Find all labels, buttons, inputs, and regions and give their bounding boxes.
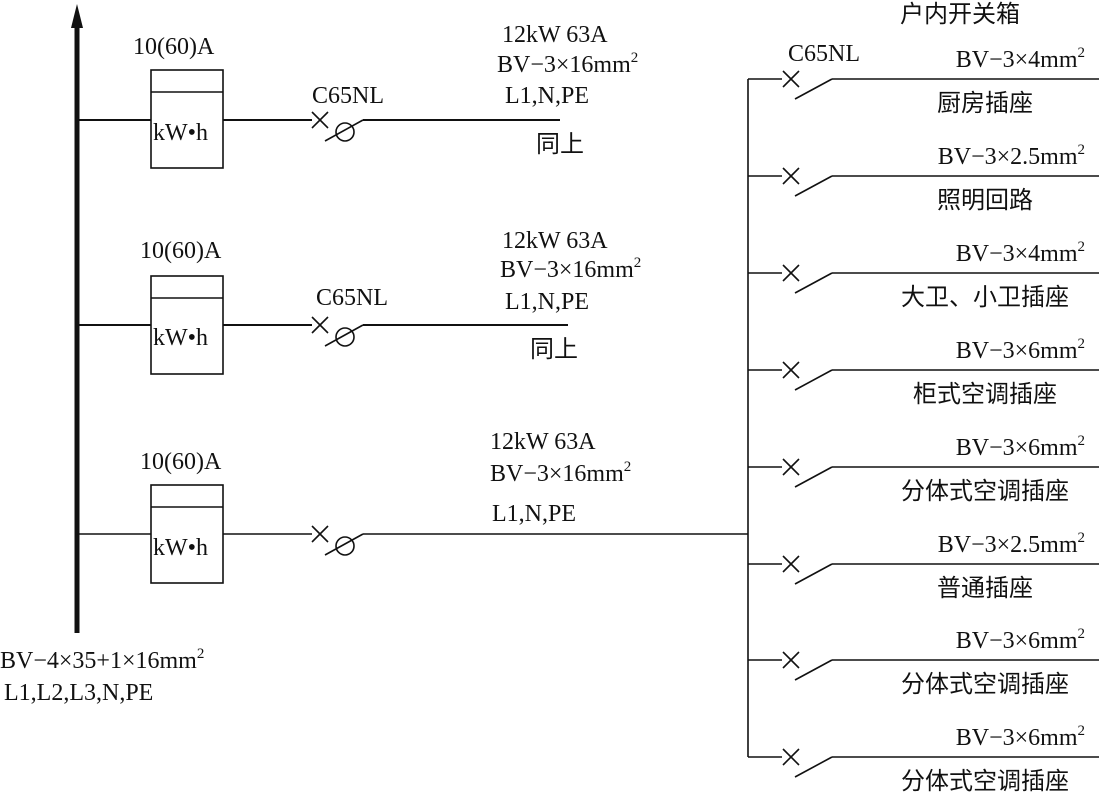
circuit-name: 分体式空调插座: [901, 477, 1069, 505]
branch-phases: L1,N,PE: [505, 289, 589, 315]
branch-cable: BV−3×16mm2: [490, 459, 631, 487]
branch-cable: BV−3×16mm2: [497, 50, 638, 78]
circuit-7: BV−3×6mm2 分体式空调插座: [748, 626, 1099, 698]
breaker-icon: [311, 316, 364, 347]
meter-branch-1: 10(60)A kW•h C65NL 12kW 63A BV−3×16mm2 L…: [77, 22, 638, 169]
circuit-name: 大卫、小卫插座: [901, 283, 1069, 311]
branch-phases: L1,N,PE: [492, 501, 576, 527]
energy-meter: [150, 484, 224, 584]
circuit-2: BV−3×2.5mm2 照明回路: [748, 142, 1099, 214]
same-as-above-note: 同上: [536, 130, 584, 158]
same-as-above-note: 同上: [530, 335, 578, 363]
main-feeder-cable: BV−4×35+1×16mm2: [0, 646, 204, 674]
load-rating: 12kW 63A: [490, 429, 596, 455]
circuit-name: 分体式空调插座: [901, 767, 1069, 795]
circuit-cable: BV−3×4mm2: [956, 45, 1085, 73]
breaker-icon: [311, 111, 364, 142]
meter-branch-3: 10(60)A kW•h 12kW 63A BV−3×16mm2 L1,N,PE: [77, 429, 748, 584]
circuit-cable: BV−3×6mm2: [956, 723, 1085, 751]
circuit-cable: BV−3×6mm2: [956, 626, 1085, 654]
circuit-cable: BV−3×4mm2: [956, 239, 1085, 267]
circuit-cable: BV−3×2.5mm2: [938, 530, 1085, 558]
energy-meter: [150, 69, 224, 169]
circuit-cable: BV−3×2.5mm2: [938, 142, 1085, 170]
switchbox: 户内开关箱 C65NL BV−3×4mm2 厨房插座 BV−3×2.5mm2 照明回路…: [747, 0, 1099, 795]
load-rating: 12kW 63A: [502, 22, 608, 48]
main-bus: [71, 4, 83, 633]
meter-rating: 10(60)A: [140, 238, 222, 264]
breaker-switch-icon: [782, 167, 833, 197]
breaker-switch-icon: [782, 361, 833, 391]
circuit-name: 厨房插座: [937, 89, 1033, 117]
meter-rating: 10(60)A: [133, 34, 215, 60]
breaker-switch-icon: [782, 555, 833, 585]
branch-phases: L1,N,PE: [505, 83, 589, 109]
circuit-5: BV−3×6mm2 分体式空调插座: [748, 433, 1099, 505]
arrow-up-icon: [71, 4, 83, 28]
circuit-6: BV−3×2.5mm2 普通插座: [748, 530, 1099, 602]
meter-unit-label: kW•h: [153, 535, 208, 561]
circuit-name: 分体式空调插座: [901, 670, 1069, 698]
breaker-switch-icon: [782, 748, 833, 778]
meter-rating: 10(60)A: [140, 449, 222, 475]
switchbox-title: 户内开关箱: [900, 0, 1020, 28]
breaker-switch-icon: [782, 264, 833, 294]
meter-unit-label: kW•h: [153, 325, 208, 351]
breaker-switch-icon: [782, 651, 833, 681]
circuit-1: BV−3×4mm2 厨房插座: [748, 45, 1099, 117]
breaker-model: C65NL: [316, 285, 388, 311]
circuit-cable: BV−3×6mm2: [956, 336, 1085, 364]
meter-unit-label: kW•h: [153, 120, 208, 146]
circuit-cable: BV−3×6mm2: [956, 433, 1085, 461]
circuit-name: 照明回路: [937, 186, 1033, 214]
circuit-name: 普通插座: [937, 574, 1033, 602]
breaker-switch-icon: [782, 70, 833, 100]
breaker-switch-icon: [782, 458, 833, 488]
circuit-8: BV−3×6mm2 分体式空调插座: [748, 723, 1099, 795]
switchbox-breaker-model: C65NL: [788, 41, 860, 67]
breaker-icon: [311, 525, 364, 556]
branch-cable: BV−3×16mm2: [500, 255, 641, 283]
circuit-name: 柜式空调插座: [913, 380, 1057, 408]
main-feeder-phases: L1,L2,L3,N,PE: [4, 680, 153, 706]
breaker-model: C65NL: [312, 83, 384, 109]
circuit-4: BV−3×6mm2 柜式空调插座: [748, 336, 1099, 408]
circuit-3: BV−3×4mm2 大卫、小卫插座: [748, 239, 1099, 311]
meter-branch-2: 10(60)A kW•h C65NL 12kW 63A BV−3×16mm2 L…: [77, 228, 641, 375]
load-rating: 12kW 63A: [502, 228, 608, 254]
